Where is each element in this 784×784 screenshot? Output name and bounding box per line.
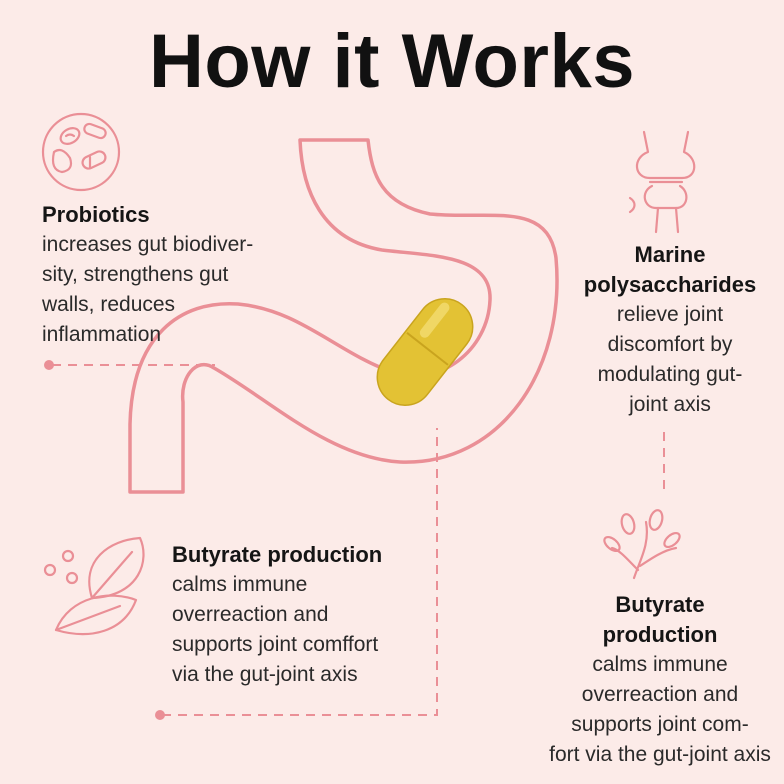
connector-dot-butyrate — [155, 710, 165, 720]
feature-text-line: via the gut-joint axis — [172, 663, 358, 686]
feature-text-line: discomfort by — [607, 333, 733, 356]
connector-butyrate-left — [162, 428, 438, 716]
feature-title: Marine — [634, 242, 706, 267]
feature-title: production — [602, 622, 718, 647]
leaf-icon — [43, 536, 145, 636]
feature-text-line: walls, reduces — [42, 293, 176, 316]
feature-marine: Marine polysaccharides relieve joint dis… — [560, 240, 780, 420]
feature-probiotics: Probiotics increases gut biodiver- sity,… — [42, 200, 302, 350]
feature-text-line: calms immune — [172, 573, 308, 596]
feature-text-line: sity, strengthens gut — [42, 263, 229, 286]
feature-text-line: supports joint comffort — [172, 633, 379, 656]
feature-text-line: joint axis — [629, 393, 711, 416]
feature-text-line: supports joint com- — [571, 713, 749, 736]
feature-text-line: modulating gut- — [597, 363, 743, 386]
connector-lines — [52, 364, 665, 716]
feature-title: Probiotics — [42, 202, 150, 227]
feature-text-line: calms immune — [592, 653, 728, 676]
feature-butyrate-left: Butyrate production calms immune overrea… — [172, 540, 432, 690]
bacteria-icon — [41, 112, 121, 192]
feature-text-line: overreaction and — [581, 683, 739, 706]
seaweed-icon — [603, 509, 681, 580]
page-title: How it Works — [149, 19, 635, 104]
capsule-pill — [376, 298, 474, 406]
stomach-outline — [128, 138, 559, 494]
feature-butyrate-right: Butyrate production calms immune overrea… — [540, 590, 780, 770]
feature-text-line: fort via the gut-joint axis — [549, 743, 771, 766]
feature-title: polysaccharides — [583, 272, 757, 297]
feature-title: Butyrate production — [172, 542, 383, 567]
feature-text-line: inflammation — [42, 323, 162, 346]
feature-text-line: overreaction and — [172, 603, 329, 626]
connector-dot-probiotics — [44, 360, 54, 370]
feature-text-line: increases gut biodiver- — [42, 233, 254, 256]
feature-title: Butyrate — [615, 592, 705, 617]
feature-text-line: relieve joint — [616, 303, 724, 326]
joint-icon — [628, 130, 696, 234]
